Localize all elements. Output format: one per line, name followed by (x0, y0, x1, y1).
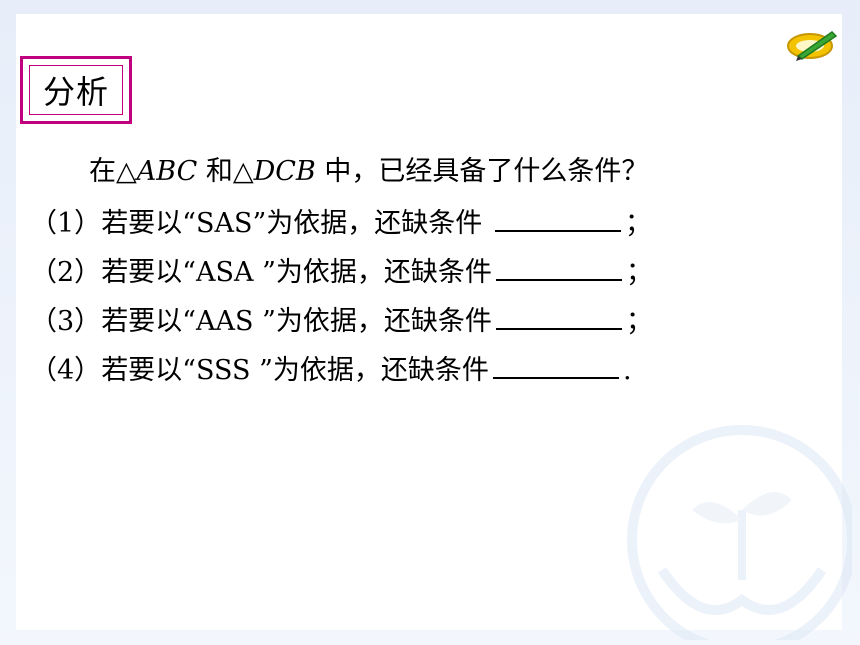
question-mid: 和△ (197, 156, 254, 187)
hands-plant-watermark-icon (627, 425, 852, 640)
item-number: （3） (30, 306, 102, 337)
item-suffix: ”为依据，还缺条件 (252, 208, 491, 239)
question-lead: 在△ (89, 156, 137, 187)
item-end: . (622, 355, 632, 386)
item-number: （1） (30, 208, 102, 239)
item-line-3: （3）若要以“AAS ”为依据，还缺条件 ； (30, 302, 653, 340)
item-number: （2） (30, 257, 102, 288)
question-tail: 中，已经具备了什么条件？ (315, 156, 649, 187)
item-end: ； (625, 306, 653, 337)
item-suffix: ”为依据，还缺条件 (262, 257, 492, 288)
item-suffix: ”为依据，还缺条件 (262, 306, 492, 337)
item-basis: SSS (196, 355, 260, 386)
item-prefix: 若要以“ (101, 208, 196, 239)
item-basis: ASA (196, 257, 263, 288)
item-prefix: 若要以“ (101, 306, 196, 337)
triangle-abc: ABC (136, 156, 198, 187)
analysis-badge: 分析 (20, 56, 132, 124)
item-end: ； (625, 257, 653, 288)
item-basis: SAS (196, 208, 253, 239)
item-basis: AAS (196, 306, 263, 337)
analysis-label: 分析 (42, 73, 109, 111)
item-prefix: 若要以“ (101, 257, 196, 288)
pencil-logo-icon (787, 31, 838, 61)
item-suffix: ”为依据，还缺条件 (259, 355, 489, 386)
item-end: ； (624, 208, 652, 239)
question-line: 在△ABC 和△DCB 中，已经具备了什么条件？ (89, 154, 648, 190)
answer-blank[interactable] (492, 351, 619, 379)
item-line-2: （2）若要以“ASA ”为依据，还缺条件 ； (30, 253, 653, 291)
item-line-4: （4）若要以“SSS ”为依据，还缺条件. (30, 351, 632, 389)
item-line-1: （1）若要以“SAS”为依据，还缺条件 ； (30, 204, 652, 242)
answer-blank[interactable] (495, 253, 622, 281)
answer-blank[interactable] (495, 302, 622, 330)
answer-blank[interactable] (494, 204, 621, 232)
item-number: （4） (30, 355, 102, 386)
item-prefix: 若要以“ (101, 355, 196, 386)
content-panel (16, 14, 852, 640)
triangle-dcb: DCB (253, 156, 316, 187)
analysis-badge-inner-border (29, 65, 123, 115)
